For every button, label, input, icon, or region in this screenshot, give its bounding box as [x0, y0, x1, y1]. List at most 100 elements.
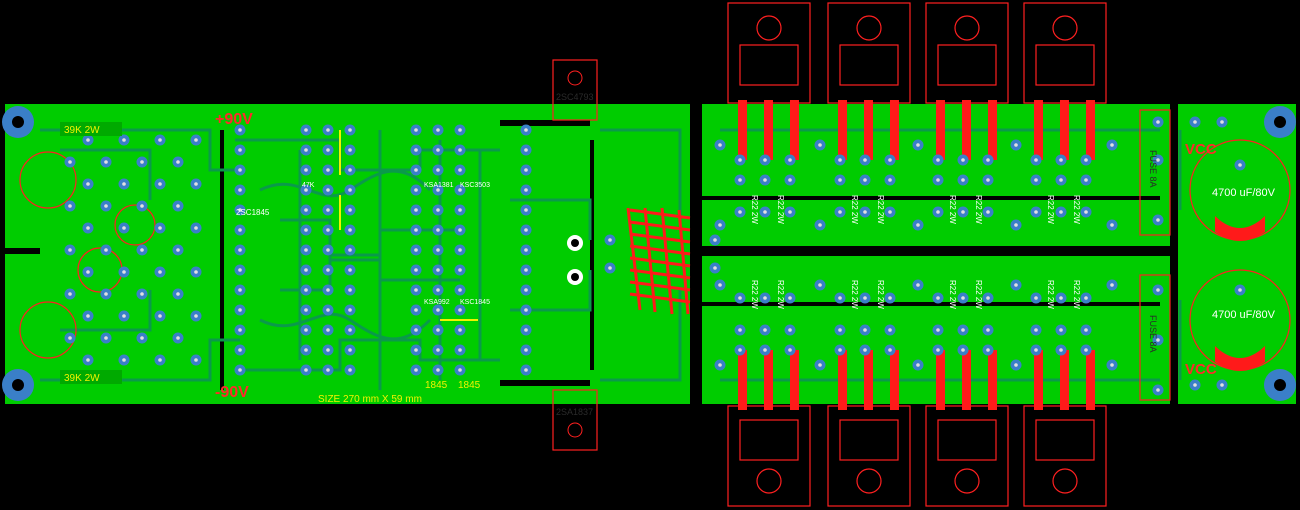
pad-hole — [436, 248, 440, 252]
pad-hole — [986, 296, 990, 300]
pad-hole — [1034, 210, 1038, 214]
pad-hole — [936, 178, 940, 182]
pad-hole — [888, 348, 892, 352]
pad-hole — [1238, 288, 1242, 292]
pad-hole — [863, 178, 867, 182]
mounting-hole-bl — [2, 369, 34, 401]
resistor-39k-bottom: 39K 2W — [60, 370, 122, 384]
output-transistor-bottom-1 — [727, 405, 811, 507]
pad-hole — [1084, 158, 1088, 162]
emitter-resistor-label-bottom-5: R22 2W — [948, 280, 957, 309]
pad-hole — [888, 296, 892, 300]
pad-hole — [1059, 210, 1063, 214]
pad-hole — [68, 248, 72, 252]
pad-hole — [738, 328, 742, 332]
mounting-hole-tl — [2, 106, 34, 138]
pad-hole — [194, 270, 198, 274]
pad-hole — [122, 314, 126, 318]
pad-hole — [763, 210, 767, 214]
pad-hole — [304, 148, 308, 152]
pad-hole — [763, 328, 767, 332]
emitter-resistor-label-top-8: R22 2W — [1072, 195, 1081, 224]
pad-hole — [1084, 328, 1088, 332]
pad-hole — [838, 328, 842, 332]
pad-hole — [326, 368, 330, 372]
pad-hole — [158, 314, 162, 318]
pad-hole — [326, 188, 330, 192]
pad-hole — [738, 210, 742, 214]
bias-hole-2 — [567, 269, 583, 285]
pad-hole — [86, 314, 90, 318]
pad-hole — [176, 248, 180, 252]
pad-hole — [304, 228, 308, 232]
pad-hole — [238, 248, 242, 252]
pad-hole — [961, 178, 965, 182]
pad-hole — [326, 148, 330, 152]
mounting-hole-tr — [1264, 106, 1296, 138]
pad-hole — [436, 148, 440, 152]
pad-hole — [414, 188, 418, 192]
pad-hole — [916, 143, 920, 147]
emitter-resistor-label-bottom-2: R22 2W — [776, 280, 785, 309]
pad-hole — [1156, 120, 1160, 124]
pad-hole — [524, 168, 528, 172]
pad-hole — [524, 148, 528, 152]
pad-hole — [436, 188, 440, 192]
output-leads-top — [738, 100, 1095, 160]
output-leads-bottom — [738, 350, 1095, 410]
pad-hole — [140, 160, 144, 164]
pad-hole — [936, 158, 940, 162]
pad-hole — [348, 208, 352, 212]
pad-hole — [888, 178, 892, 182]
pad-hole — [818, 223, 822, 227]
pad-hole — [788, 348, 792, 352]
pad-hole — [1034, 328, 1038, 332]
pad-hole — [1059, 328, 1063, 332]
pad-hole — [608, 238, 612, 242]
pad-hole — [1084, 296, 1088, 300]
pad-hole — [738, 158, 742, 162]
pad-hole — [348, 128, 352, 132]
driver-hole-bottom — [567, 422, 583, 438]
pad-hole — [458, 148, 462, 152]
pad-hole — [1156, 158, 1160, 162]
pad-hole — [458, 268, 462, 272]
pad-hole — [763, 158, 767, 162]
pad-hole — [936, 328, 940, 332]
pad-hole — [936, 296, 940, 300]
pad-hole — [238, 128, 242, 132]
pad-hole — [326, 328, 330, 332]
pad-hole — [1034, 296, 1038, 300]
label-fuse-top: FUSE 8A — [1148, 150, 1158, 188]
pad-hole — [436, 168, 440, 172]
pad-hole — [763, 296, 767, 300]
pad-hole — [718, 363, 722, 367]
pad-hole — [1014, 283, 1018, 287]
pad-hole — [176, 336, 180, 340]
pad-hole — [238, 368, 242, 372]
pad-hole — [86, 182, 90, 186]
pad-hole — [738, 348, 742, 352]
pad-hole — [86, 226, 90, 230]
pad-hole — [863, 348, 867, 352]
pad-hole — [238, 268, 242, 272]
pad-hole — [458, 308, 462, 312]
pad-hole — [326, 308, 330, 312]
emitter-resistor-label-top-7: R22 2W — [1046, 195, 1055, 224]
pad-hole — [194, 226, 198, 230]
pad-hole — [713, 238, 717, 242]
pad-hole — [1059, 348, 1063, 352]
pad-hole — [348, 288, 352, 292]
pad-hole — [348, 348, 352, 352]
label-q-a1381: KSA1381 — [424, 182, 454, 189]
pad-hole — [1034, 158, 1038, 162]
pad-hole — [1014, 143, 1018, 147]
pad-hole — [68, 292, 72, 296]
emitter-resistor-label-top-2: R22 2W — [776, 195, 785, 224]
pad-hole — [326, 228, 330, 232]
pad-hole — [1193, 120, 1197, 124]
pad-hole — [458, 208, 462, 212]
pad-hole — [838, 296, 842, 300]
emitter-resistor-label-top-5: R22 2W — [948, 195, 957, 224]
pad-hole — [1059, 178, 1063, 182]
